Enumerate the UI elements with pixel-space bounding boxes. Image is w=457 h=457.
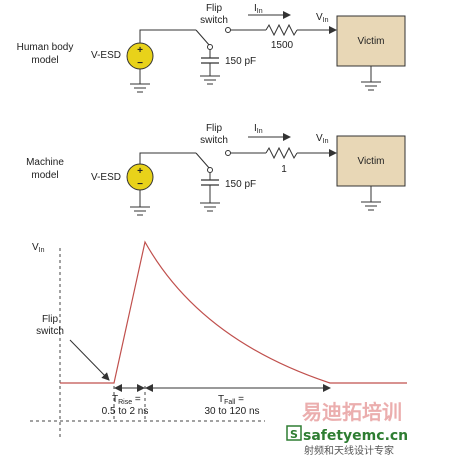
watermark-cn-title: 易迪拓培训 xyxy=(302,400,402,424)
mm-source-plus: + xyxy=(137,166,143,177)
hbm-label-line1: Human body xyxy=(17,42,74,53)
watermark-site: safetyemc.cn xyxy=(303,428,408,444)
mm-label-line1: Machine xyxy=(26,157,64,168)
hbm-voltage-label: VIn xyxy=(316,12,329,24)
hbm-source-ground xyxy=(130,83,150,93)
watermark-site-icon-glyph: S xyxy=(290,428,298,441)
watermark-cn-sub: 射频和天线设计专家 xyxy=(304,444,394,457)
mm-capacitor-icon xyxy=(201,179,219,186)
watermark-site-icon xyxy=(286,425,302,441)
mm-victim-box xyxy=(336,135,406,187)
mm-victim-label: Victim xyxy=(357,156,384,167)
hbm-capacitor-icon xyxy=(201,57,219,64)
waveform-switch-label-line2: switch xyxy=(36,326,64,337)
mm-capacitor-ground xyxy=(200,202,220,212)
hbm-source-plus: + xyxy=(137,45,143,56)
mm-victim-ground xyxy=(361,201,381,211)
mm-switch-label-line2: switch xyxy=(200,135,228,146)
mm-label-line2: model xyxy=(31,170,58,181)
mm-source-minus: − xyxy=(137,179,143,190)
hbm-victim-ground xyxy=(361,81,381,91)
hbm-source-label: V-ESD xyxy=(91,50,121,61)
mm-source-label: V-ESD xyxy=(91,172,121,183)
hbm-victim-label: Victim xyxy=(357,36,384,47)
hbm-capacitor-label: 150 pF xyxy=(225,56,256,67)
esd-waveform: VIn Flip switch TRise = 0.5 to 2 ns TFal… xyxy=(30,240,407,440)
mm-voltage-label: VIn xyxy=(316,133,329,145)
rise-time-label: TRise = xyxy=(112,394,141,406)
hbm-resistor-label: 1500 xyxy=(271,40,294,51)
fall-time-value: 30 to 120 ns xyxy=(204,406,259,417)
watermark: 易迪拓培训 S safetyemc.cn 射频和天线设计专家 xyxy=(286,400,408,457)
hbm-source-minus: − xyxy=(137,58,143,69)
mm-voltage-source-icon xyxy=(126,163,154,191)
mm-flip-switch-icon xyxy=(195,150,231,173)
hbm-victim-box xyxy=(336,15,406,67)
mm-resistor-label: 1 xyxy=(281,164,287,175)
hbm-top-wire xyxy=(139,29,196,43)
human-body-model-circuit: Human body model V-ESD + − Flip switch xyxy=(17,3,406,93)
mm-top-wire xyxy=(139,152,196,164)
hbm-switch-label-line2: switch xyxy=(200,15,228,26)
mm-current-label: IIn xyxy=(254,123,263,135)
hbm-label-line2: model xyxy=(31,55,58,66)
rise-time-value: 0.5 to 2 ns xyxy=(102,406,149,417)
fall-time-label: TFall = xyxy=(218,394,244,406)
mm-source-ground xyxy=(130,206,150,216)
mm-capacitor-label: 150 pF xyxy=(225,179,256,190)
mm-switch-label-line1: Flip xyxy=(206,123,223,134)
mm-resistor-icon xyxy=(265,146,298,160)
waveform-switch-arrow xyxy=(69,339,110,381)
waveform-switch-label-line1: Flip xyxy=(42,314,59,325)
machine-model-circuit: Machine model V-ESD + − Flip switch xyxy=(26,123,406,216)
hbm-current-label: IIn xyxy=(254,3,263,15)
hbm-switch-label-line1: Flip xyxy=(206,3,223,14)
waveform-curve xyxy=(60,240,407,384)
hbm-flip-switch-icon xyxy=(195,27,231,50)
hbm-capacitor-ground xyxy=(200,75,220,85)
waveform-y-axis-label: VIn xyxy=(32,242,45,254)
hbm-voltage-source-icon xyxy=(126,42,154,70)
hbm-resistor-icon xyxy=(265,23,298,37)
